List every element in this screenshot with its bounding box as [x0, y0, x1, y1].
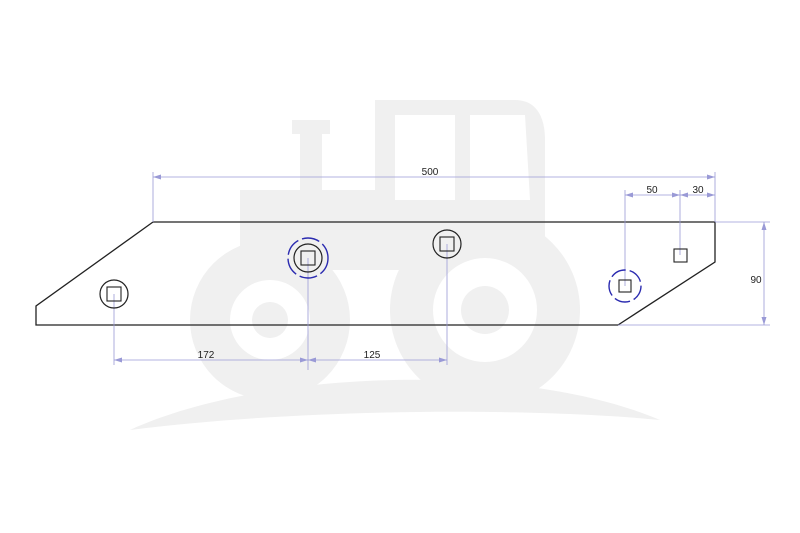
hole-4 — [608, 269, 642, 303]
hole-2 — [287, 237, 329, 279]
right-end-offset-label: 30 — [692, 185, 704, 196]
tractor-icon — [130, 100, 660, 430]
dimension-arrows — [114, 174, 767, 363]
left-spacing-label: 172 — [198, 350, 215, 361]
hole-3 — [432, 229, 462, 259]
hole-5 — [673, 248, 688, 263]
middle-spacing-label: 125 — [364, 350, 381, 361]
hole-1 — [99, 279, 129, 309]
height-label: 90 — [750, 275, 762, 286]
right-hole-spacing-label: 50 — [646, 185, 658, 196]
overall-length-label: 500 — [422, 167, 439, 178]
